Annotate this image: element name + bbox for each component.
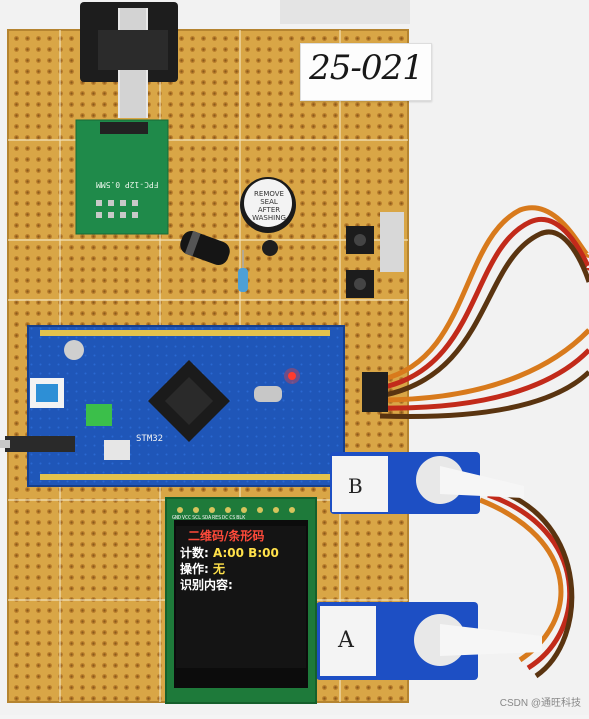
servo-label-b: B [348, 474, 363, 498]
servo-a [316, 602, 542, 680]
lcd-operation-label: 操作: [180, 562, 209, 576]
lcd-line1: 计数: A:00 B:00 [180, 546, 279, 560]
lcd-pin-row: GND VCC SCL SDA RES DC CS BLK [172, 515, 312, 521]
lcd-line2: 操作: 无 [180, 562, 225, 576]
lcd-pin-label: VCC [182, 515, 192, 521]
resistor [238, 250, 248, 292]
buzzer [240, 177, 296, 233]
fpc-adapter-board [75, 119, 169, 235]
lcd-count-label: 计数: [180, 546, 209, 560]
lcd-line3: 识别内容: [180, 578, 233, 592]
push-buttons [346, 226, 374, 298]
lcd-pin-label: BLK [236, 515, 246, 521]
lcd-pin-label: CS [229, 515, 236, 521]
lcd-module [165, 497, 317, 704]
lcd-title: 二维码/条形码 [188, 529, 265, 543]
lcd-pin-label: RES [212, 515, 222, 521]
fpc-silk-text: FPC-12P 0.5MM [96, 180, 159, 189]
lcd-pin-label: SDA [202, 515, 212, 521]
buzzer-sticker-line1: REMOVE [254, 190, 284, 198]
blurred-area [280, 0, 410, 24]
label-tag: 25-021 [300, 43, 432, 101]
buzzer-sticker-line2: SEAL [260, 198, 278, 206]
lcd-count-value: A:00 B:00 [213, 546, 279, 560]
stm32-silk-text: STM32 [136, 434, 164, 444]
buzzer-sticker-line3: AFTER [257, 206, 281, 214]
lcd-operation-value: 无 [213, 562, 226, 576]
watermark: CSDN @通旺科技 [499, 698, 581, 709]
servo-connector [362, 372, 388, 412]
lcd-pin-label: DC [222, 515, 229, 521]
buzzer-sticker-line4: WASHING [252, 214, 286, 222]
servo-label-a: A [338, 628, 354, 653]
lcd-pin-label: GND [172, 515, 182, 521]
blurred-area-side [380, 212, 404, 272]
lcd-screen [176, 526, 306, 668]
lcd-pin-label: SCL [192, 515, 202, 521]
transistor [262, 240, 278, 256]
stm32-board [0, 325, 345, 487]
servo-b [330, 452, 524, 514]
fpc-connector [80, 2, 178, 118]
buzzer-sticker: REMOVE SEAL AFTER WASHING [249, 190, 289, 222]
capacitor [180, 230, 230, 266]
label-tag-text: 25-021 [309, 48, 424, 88]
